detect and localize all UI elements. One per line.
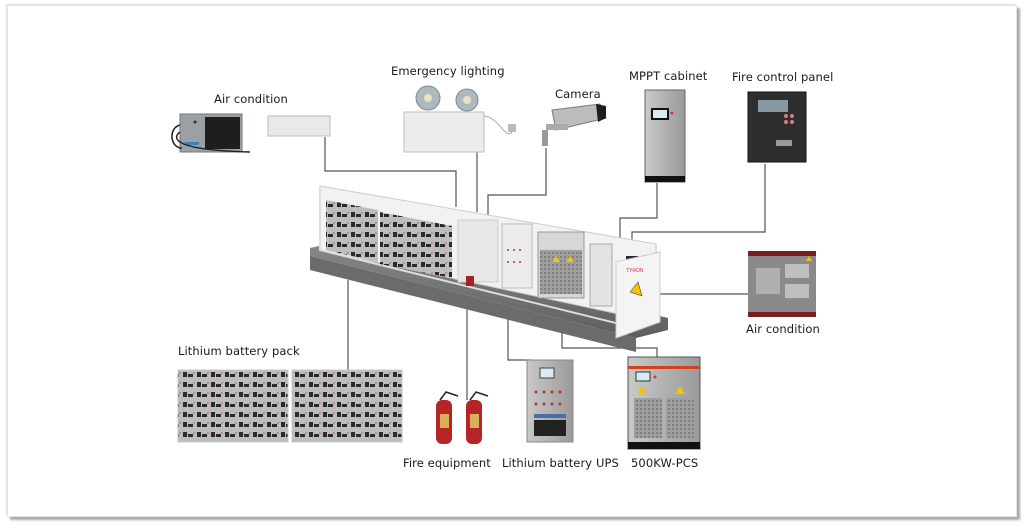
- label-fire-control-panel: Fire control panel: [732, 70, 834, 84]
- lithium-battery-pack-device: [177, 369, 403, 443]
- label-camera: Camera: [555, 87, 601, 101]
- camera-device: [542, 103, 607, 146]
- label-pcs: 500KW-PCS: [631, 456, 699, 470]
- connector-ups: [507, 300, 532, 361]
- label-lithium-battery-ups: Lithium battery UPS: [502, 456, 619, 470]
- air-condition-indoor-unit: [171, 113, 251, 153]
- fire-extinguisher-pair: [436, 391, 489, 444]
- label-mppt-cabinet: MPPT cabinet: [629, 69, 708, 83]
- energy-storage-container: TYRON: [310, 185, 668, 352]
- lithium-battery-ups-device: [526, 359, 574, 443]
- air-condition-right-unit: [748, 251, 816, 317]
- emergency-light-fixture: [403, 85, 516, 153]
- label-air-condition-right: Air condition: [746, 322, 820, 336]
- air-condition-split-unit: [267, 115, 331, 137]
- fire-control-panel-device: [747, 91, 807, 163]
- label-lithium-battery-pack: Lithium battery pack: [178, 344, 300, 358]
- label-air-condition-top: Air condition: [214, 92, 288, 106]
- container-brand-text: TYRON: [626, 268, 644, 274]
- mppt-cabinet-device: [644, 89, 686, 183]
- label-emergency-lighting: Emergency lighting: [391, 64, 505, 78]
- connector-air-condition-top: [324, 137, 457, 207]
- connector-camera: [487, 148, 547, 222]
- connector-mppt: [619, 183, 658, 240]
- pcs-device: [627, 356, 701, 450]
- label-fire-equipment: Fire equipment: [403, 456, 491, 470]
